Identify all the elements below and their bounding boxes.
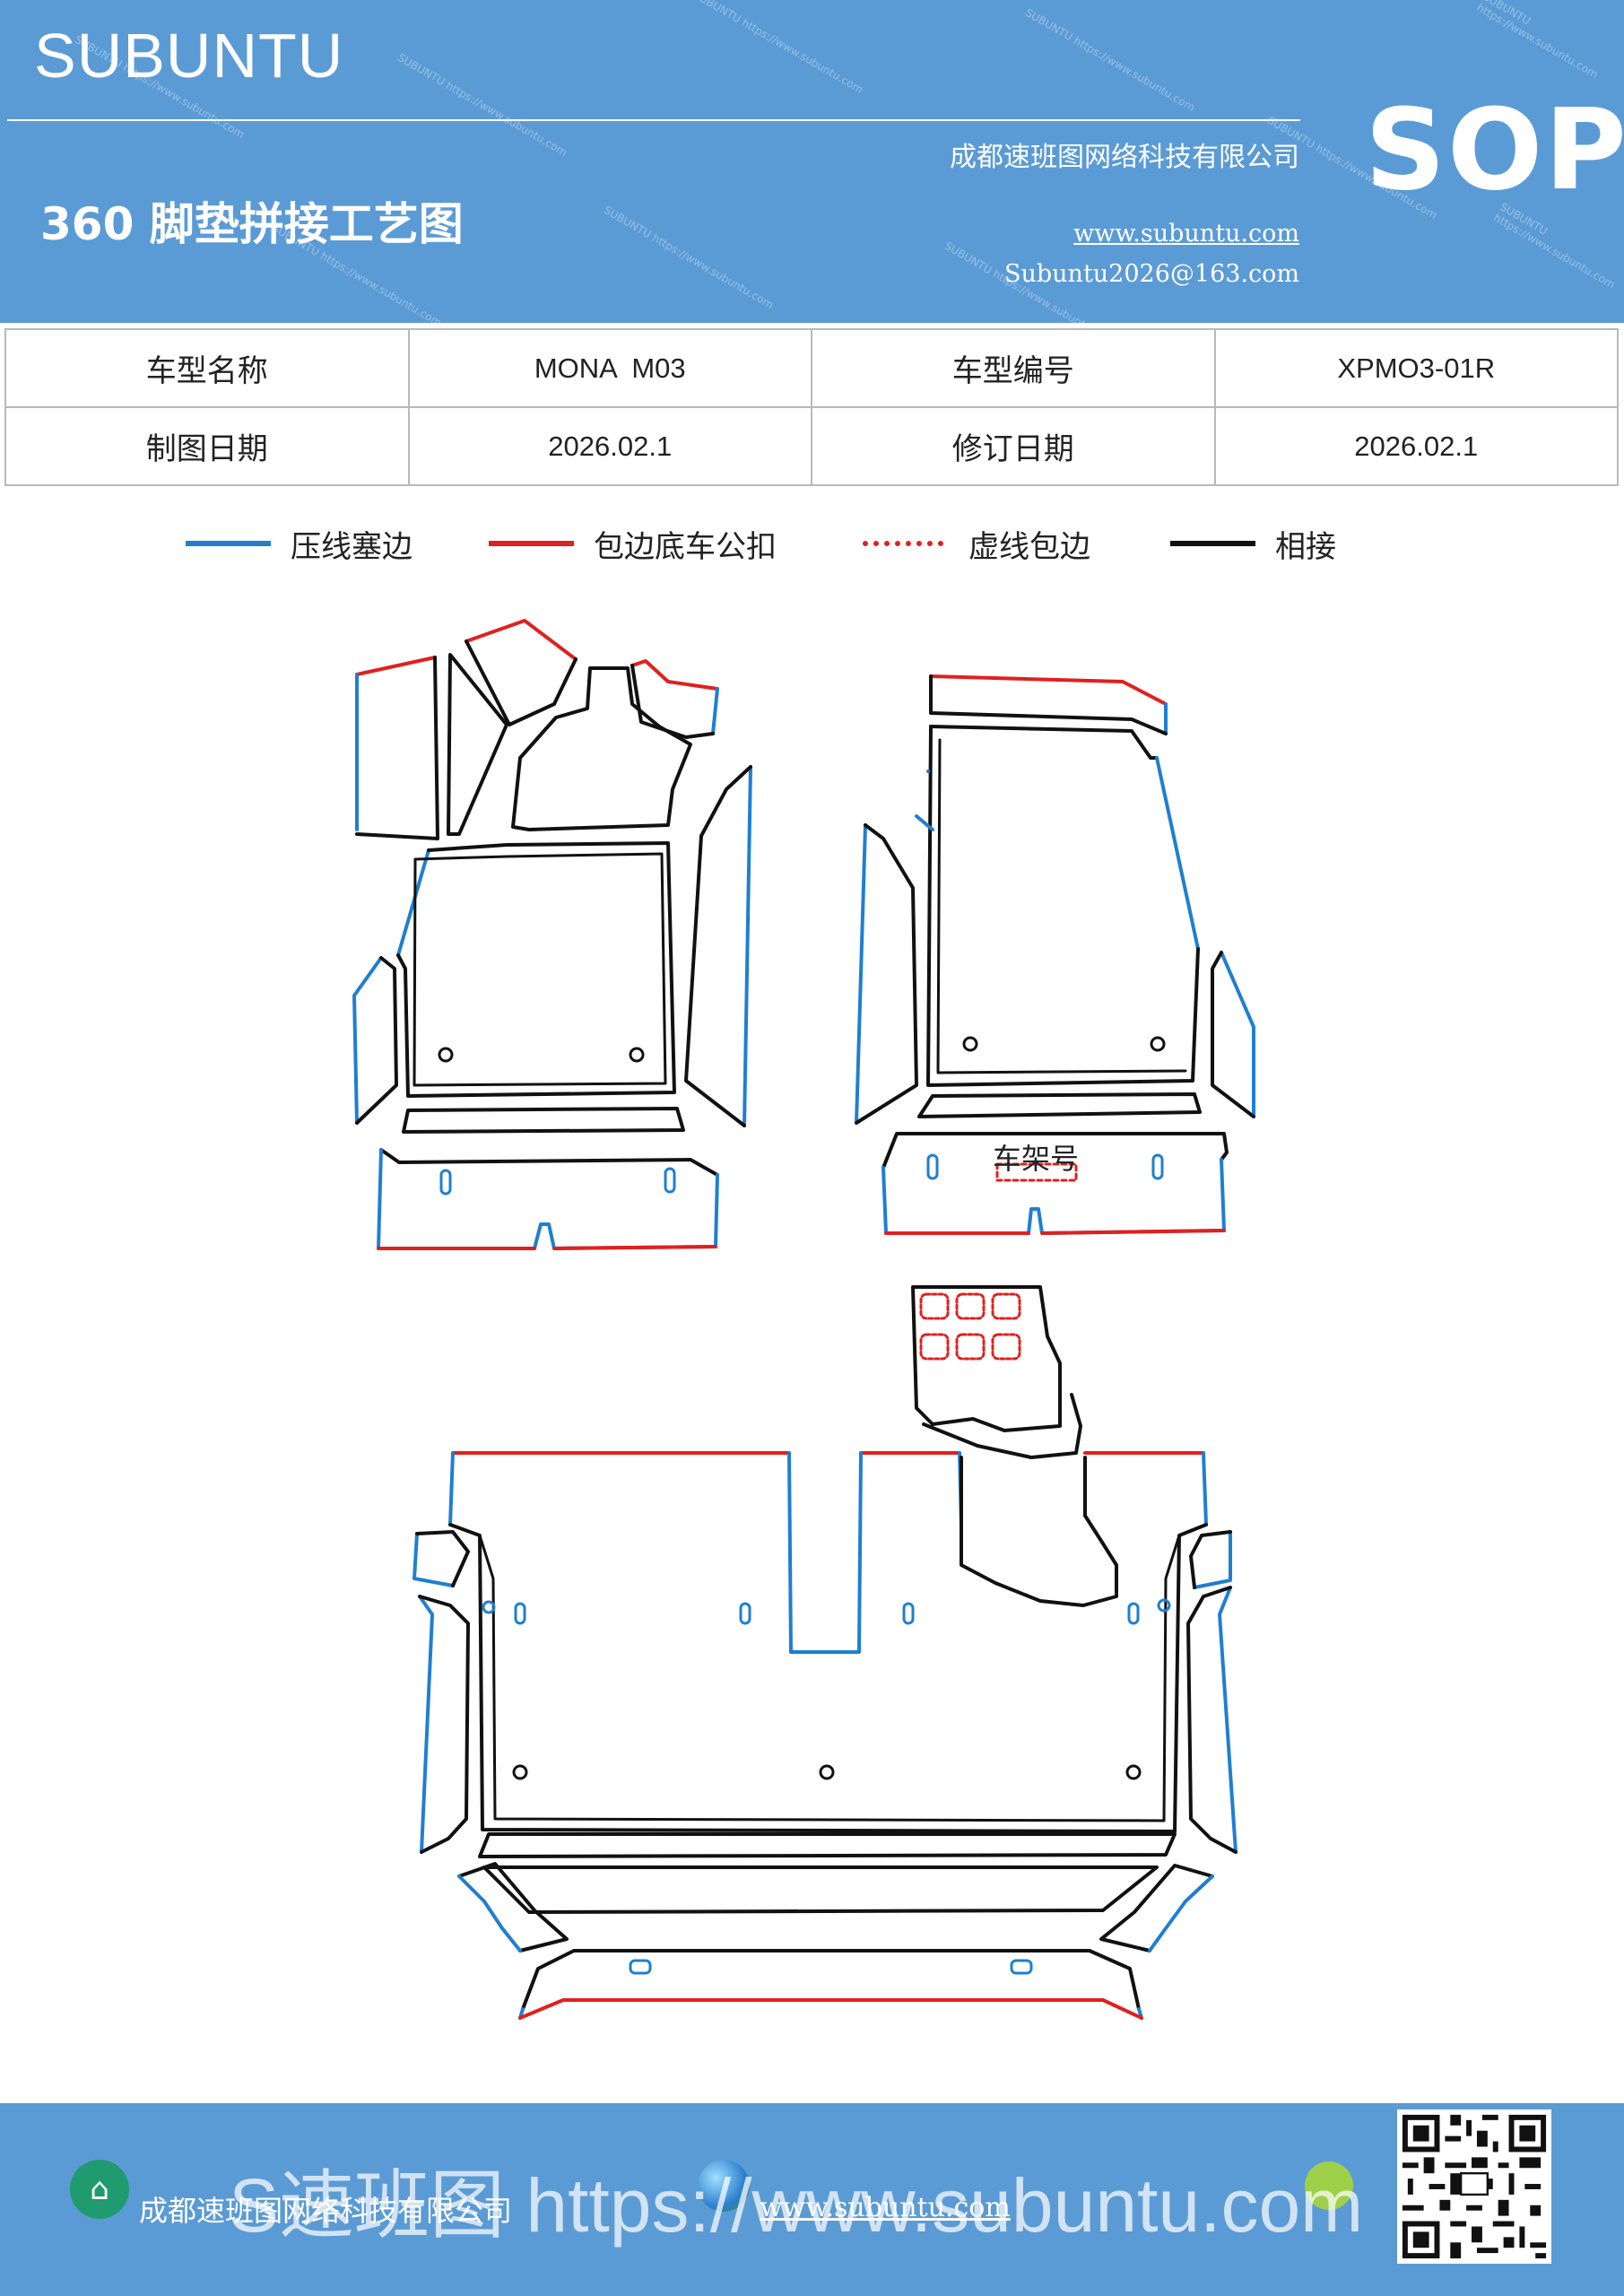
revise-date-value: 2026.02.1 bbox=[1213, 406, 1619, 486]
legend-label: 虚线包边 bbox=[968, 528, 1090, 565]
qr-code-icon[interactable] bbox=[1397, 2109, 1551, 2264]
globe-icon bbox=[698, 2160, 750, 2212]
legend-item-black: 相接 bbox=[1170, 526, 1336, 565]
info-table: 车型名称 MONA M03 车型编号 XPMO3-01R 制图日期 2026.0… bbox=[4, 328, 1619, 486]
legend-swatch bbox=[489, 541, 574, 546]
wechat-icon bbox=[1305, 2161, 1353, 2210]
legend-item-red-dotted: 虚线包边 bbox=[863, 526, 1090, 565]
building-icon: ⌂ bbox=[70, 2160, 129, 2219]
rear-large-mat bbox=[413, 1451, 1238, 2020]
front-left-mat bbox=[352, 619, 752, 1250]
email-address: Subuntu2026@163.com bbox=[1004, 260, 1299, 288]
model-code-label: 车型编号 bbox=[811, 328, 1216, 408]
legend-label: 压线塞边 bbox=[291, 528, 413, 565]
rear-insert-piece bbox=[911, 1285, 1082, 1459]
table-row: 制图日期 2026.02.1 修订日期 2026.02.1 bbox=[4, 406, 1619, 486]
legend-label: 包边底车公扣 bbox=[594, 528, 777, 565]
draw-date-value: 2026.02.1 bbox=[407, 406, 812, 486]
legend-item-red: 包边底车公扣 bbox=[489, 526, 777, 565]
model-code-value: XPMO3-01R bbox=[1213, 328, 1619, 408]
legend-swatch bbox=[1170, 541, 1255, 546]
footer-watermark-text: S速班图 https://www.subuntu.com bbox=[229, 2163, 1364, 2248]
page-title: 360 脚垫拼接工艺图 bbox=[40, 198, 464, 250]
legend-label: 相接 bbox=[1275, 528, 1336, 565]
footer-website-link[interactable]: www.subuntu.com bbox=[760, 2192, 1011, 2223]
revise-date-label: 修订日期 bbox=[811, 406, 1216, 486]
sop-badge: SOP bbox=[1365, 85, 1624, 215]
model-name-value: MONA M03 bbox=[407, 328, 812, 408]
footer-banner bbox=[0, 2103, 1624, 2296]
legend-swatch bbox=[186, 541, 271, 546]
company-name: 成都速班图网络科技有限公司 bbox=[950, 142, 1299, 173]
header-banner bbox=[0, 0, 1624, 323]
frame-number-label: 车架号 bbox=[993, 1142, 1079, 1176]
footer-company-name: 成都速班图网络科技有限公司 bbox=[139, 2194, 513, 2228]
table-row: 车型名称 MONA M03 车型编号 XPMO3-01R bbox=[4, 328, 1619, 408]
brand-name: SUBUNTU bbox=[34, 21, 344, 91]
model-name-label: 车型名称 bbox=[4, 328, 410, 408]
header-divider bbox=[7, 119, 1300, 121]
legend-item-blue: 压线塞边 bbox=[186, 526, 413, 565]
front-right-mat bbox=[855, 674, 1255, 1235]
legend-swatch bbox=[863, 541, 943, 546]
draw-date-label: 制图日期 bbox=[4, 406, 410, 486]
website-link[interactable]: www.subuntu.com bbox=[1073, 220, 1299, 248]
